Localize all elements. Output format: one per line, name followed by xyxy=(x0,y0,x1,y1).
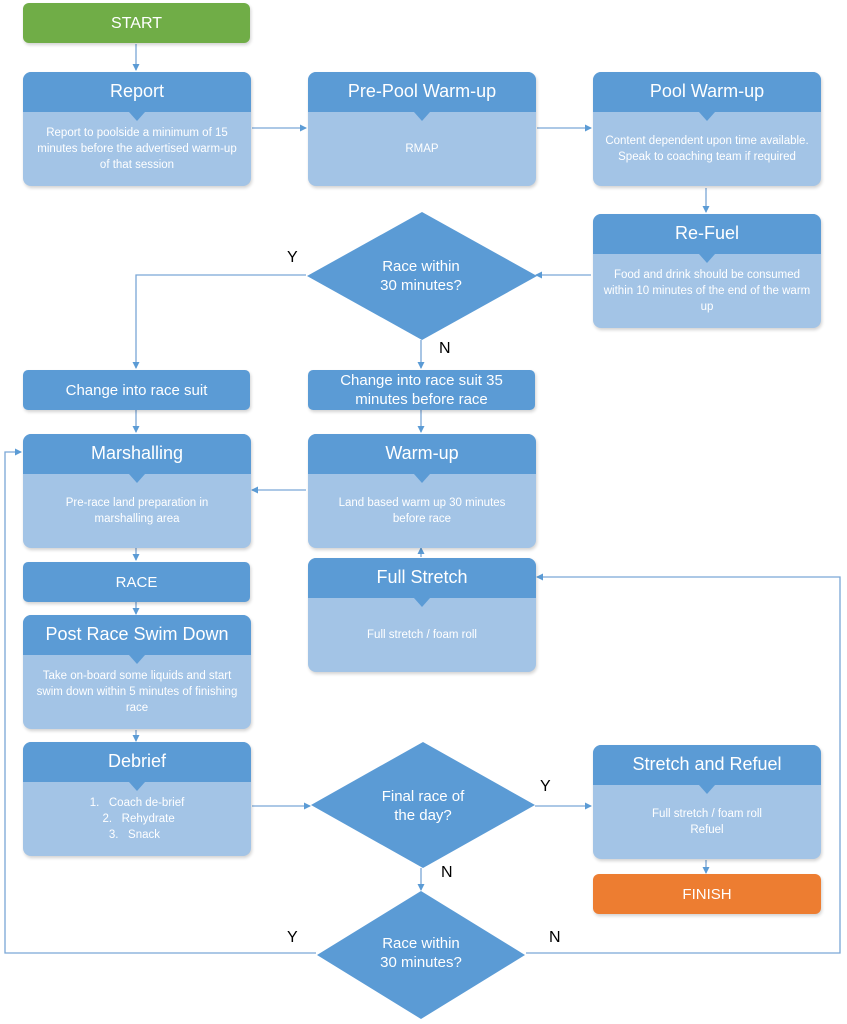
debrief-step: Debrief 1. Coach de-brief 2. Rehydrate 3… xyxy=(23,742,251,856)
start-label: START xyxy=(111,14,162,32)
warmup-text: Land based warm up 30 minutes before rac… xyxy=(338,497,506,525)
race-step: RACE xyxy=(23,562,250,602)
decision3-line2: 30 minutes? xyxy=(380,954,462,971)
report-text: Report to poolside a minimum of 15 minut… xyxy=(37,127,237,171)
decision2-diamond xyxy=(311,742,535,868)
refuel-title: Re-Fuel xyxy=(593,214,821,263)
debrief-item: 2. Rehydrate xyxy=(89,813,175,825)
prepool-step: Pre-Pool Warm-up RMAP xyxy=(308,72,536,186)
pool-text: Content dependent upon time available. S… xyxy=(605,135,809,163)
start-node: START xyxy=(23,3,250,43)
decision1-label: Race within 30 minutes? xyxy=(340,257,502,295)
refuel-step: Re-Fuel Food and drink should be consume… xyxy=(593,214,821,328)
warmup-step: Warm-up Land based warm up 30 minutes be… xyxy=(308,434,536,548)
debrief-item: 1. Coach de-brief xyxy=(89,797,185,809)
debrief-list: 1. Coach de-brief 2. Rehydrate 3. Snack xyxy=(90,795,185,843)
arrow-decision3-fullstretch xyxy=(526,573,841,954)
pool-step: Pool Warm-up Content dependent upon time… xyxy=(593,72,821,186)
warmup-title: Warm-up xyxy=(308,434,536,483)
race-label: RACE xyxy=(115,573,158,591)
change-suit-step: Change into race suit xyxy=(23,370,250,410)
debrief-item: 3. Snack xyxy=(89,829,161,841)
marshalling-title: Marshalling xyxy=(23,434,251,483)
fullstretch-step: Full Stretch Full stretch / foam roll xyxy=(308,558,536,672)
report-title: Report xyxy=(23,72,251,121)
arrow-decision1-change xyxy=(132,274,306,369)
decision3-label: Race within 30 minutes? xyxy=(341,934,501,972)
decision3-yes-label: Y xyxy=(287,929,298,946)
arrow-decision3-marshalling xyxy=(4,448,316,954)
report-step: Report Report to poolside a minimum of 1… xyxy=(23,72,251,186)
change-suit-35-step: Change into race suit 35 minutes before … xyxy=(308,370,535,410)
decision2-label: Final race of the day? xyxy=(343,787,503,825)
finish-label: FINISH xyxy=(682,885,732,903)
decision1-line2: 30 minutes? xyxy=(380,277,462,294)
decision2-line1: Final race of xyxy=(381,788,465,805)
swimdown-text: Take on-board some liquids and start swi… xyxy=(36,670,238,714)
stretch-refuel-title: Stretch and Refuel xyxy=(593,745,821,794)
decision1-line1: Race within xyxy=(382,258,460,275)
marshalling-text: Pre-race land preparation in marshalling… xyxy=(65,497,209,525)
stretch-refuel-step: Stretch and Refuel Full stretch / foam r… xyxy=(593,745,821,859)
pool-title: Pool Warm-up xyxy=(593,72,821,121)
prepool-title: Pre-Pool Warm-up xyxy=(308,72,536,121)
decision2-no-label: N xyxy=(441,864,453,881)
swimdown-title: Post Race Swim Down xyxy=(23,615,251,664)
decision2-line2: the day? xyxy=(394,807,452,824)
stretch-refuel-line2: Refuel xyxy=(690,824,724,836)
finish-node: FINISH xyxy=(593,874,821,914)
fullstretch-title: Full Stretch xyxy=(308,558,536,607)
prepool-text: RMAP xyxy=(405,143,439,155)
change-suit-label: Change into race suit xyxy=(65,381,208,399)
decision3-line1: Race within xyxy=(382,935,460,952)
decision1-diamond xyxy=(307,212,537,340)
decision3-no-label: N xyxy=(549,929,561,946)
decision1-no-label: N xyxy=(439,340,451,357)
swimdown-step: Post Race Swim Down Take on-board some l… xyxy=(23,615,251,729)
debrief-title: Debrief xyxy=(23,742,251,791)
decision1-yes-label: Y xyxy=(287,249,298,266)
stretch-refuel-line1: Full stretch / foam roll xyxy=(652,808,762,820)
change-suit-35-label: Change into race suit 35 minutes before … xyxy=(340,372,503,408)
decision3-diamond xyxy=(317,891,525,1019)
refuel-text: Food and drink should be consumed within… xyxy=(603,269,811,313)
fullstretch-text: Full stretch / foam roll xyxy=(367,629,477,641)
decision2-yes-label: Y xyxy=(540,778,551,795)
marshalling-step: Marshalling Pre-race land preparation in… xyxy=(23,434,251,548)
